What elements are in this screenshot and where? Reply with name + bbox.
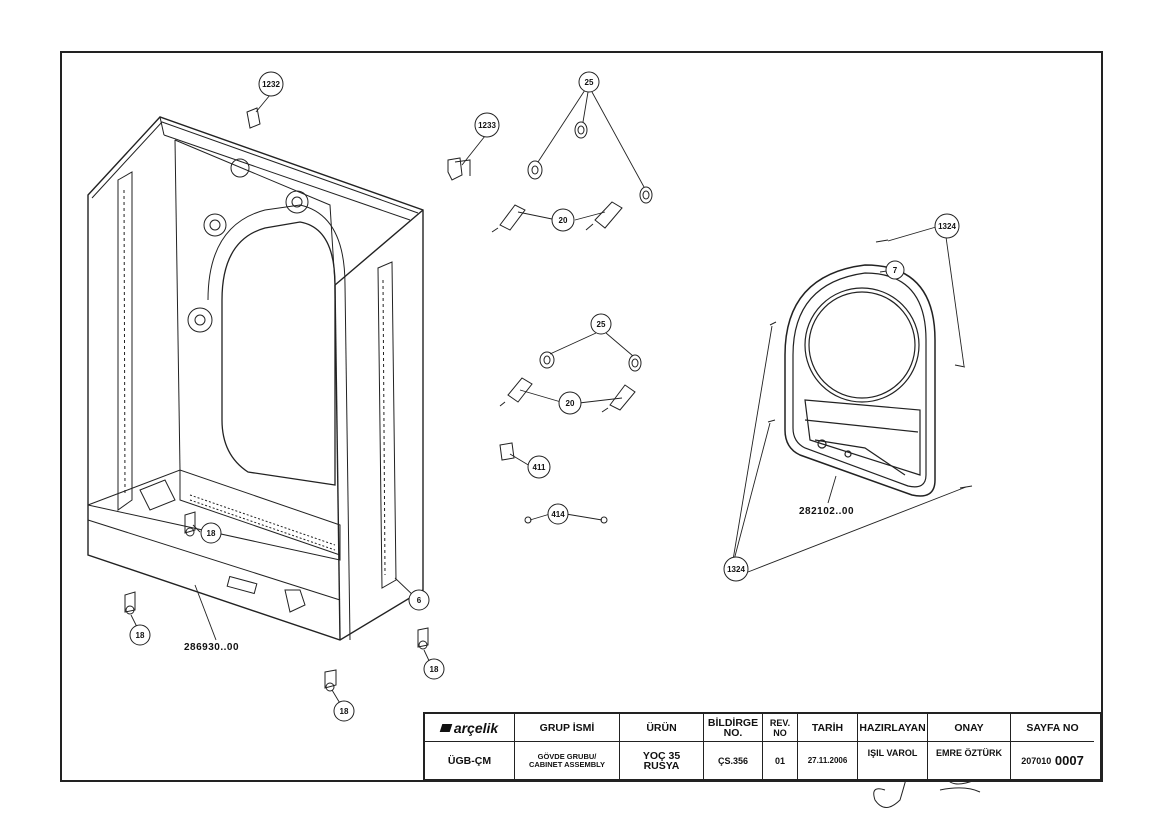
header-notice-no: BİLDİRGE NO. bbox=[704, 714, 763, 742]
svg-text:25: 25 bbox=[585, 78, 594, 87]
header-product: ÜRÜN bbox=[620, 714, 704, 742]
callout-25-upper: 25 bbox=[578, 71, 600, 93]
callout-18-base: 18 bbox=[200, 522, 222, 544]
callout-6: 6 bbox=[408, 589, 430, 611]
callout-414: 414 bbox=[547, 503, 569, 525]
svg-text:18: 18 bbox=[136, 631, 145, 640]
group-name: GÖVDE GRUBU/CABINET ASSEMBLY bbox=[515, 742, 620, 779]
small-parts bbox=[124, 107, 973, 692]
rev-no: 01 bbox=[763, 742, 798, 779]
header-sheet-no: SAYFA NO bbox=[1011, 714, 1094, 742]
svg-text:18: 18 bbox=[207, 529, 216, 538]
front-panel-part-number: 282102..00 bbox=[799, 506, 854, 517]
header-approved-by: ONAY bbox=[928, 714, 1011, 742]
drawing-frame bbox=[60, 51, 1103, 782]
callout-18-left: 18 bbox=[129, 624, 151, 646]
svg-text:411: 411 bbox=[533, 463, 546, 472]
callout-1233: 1233 bbox=[474, 112, 500, 138]
svg-text:18: 18 bbox=[340, 707, 349, 716]
callout-20-lower: 20 bbox=[558, 391, 582, 415]
front-panel bbox=[784, 264, 936, 497]
svg-text:1233: 1233 bbox=[478, 121, 496, 130]
title-block: arçelik GRUP İSMİ ÜRÜN BİLDİRGE NO. REV.… bbox=[423, 712, 1102, 781]
header-rev-no: REV. NO bbox=[763, 714, 798, 742]
callout-20-upper: 20 bbox=[551, 208, 575, 232]
cabinet-assembly bbox=[87, 116, 424, 641]
svg-text:414: 414 bbox=[551, 510, 565, 519]
svg-text:20: 20 bbox=[566, 399, 575, 408]
header-date: TARİH bbox=[798, 714, 858, 742]
callout-7: 7 bbox=[885, 260, 905, 280]
callout-1324-upper: 1324 bbox=[934, 213, 960, 239]
svg-text:1324: 1324 bbox=[938, 222, 956, 231]
notice-no: ÇS.356 bbox=[704, 742, 763, 779]
svg-text:6: 6 bbox=[417, 596, 422, 605]
header-group-name: GRUP İSMİ bbox=[515, 714, 620, 742]
approved-by: EMRE ÖZTÜRK bbox=[928, 742, 1011, 779]
callout-18-bottom: 18 bbox=[333, 700, 355, 722]
svg-text:18: 18 bbox=[430, 665, 439, 674]
svg-text:1232: 1232 bbox=[262, 80, 280, 89]
drawing-code: ÜGB-ÇM bbox=[425, 742, 515, 779]
leader-lines bbox=[130, 89, 967, 711]
cabinet-part-number: 286930..00 bbox=[184, 642, 239, 653]
svg-text:7: 7 bbox=[893, 266, 898, 275]
callouts: 1232 1233 25 20 1324 7 25 20 411 414 18 … bbox=[129, 71, 960, 722]
svg-text:25: 25 bbox=[597, 320, 606, 329]
sheet-no: 207010 0007 bbox=[1021, 752, 1084, 768]
svg-text:1324: 1324 bbox=[727, 565, 745, 574]
callout-1324-lower: 1324 bbox=[723, 556, 749, 582]
callout-411: 411 bbox=[527, 455, 551, 479]
callout-25-lower: 25 bbox=[590, 313, 612, 335]
callout-1232: 1232 bbox=[258, 71, 284, 97]
company-logo: arçelik bbox=[425, 714, 515, 742]
date-value: 27.11.2006 bbox=[798, 742, 858, 779]
callout-18-right: 18 bbox=[423, 658, 445, 680]
svg-text:20: 20 bbox=[559, 216, 568, 225]
prepared-by: IŞIL VAROL bbox=[858, 742, 928, 779]
header-prepared-by: HAZIRLAYAN bbox=[858, 714, 928, 742]
